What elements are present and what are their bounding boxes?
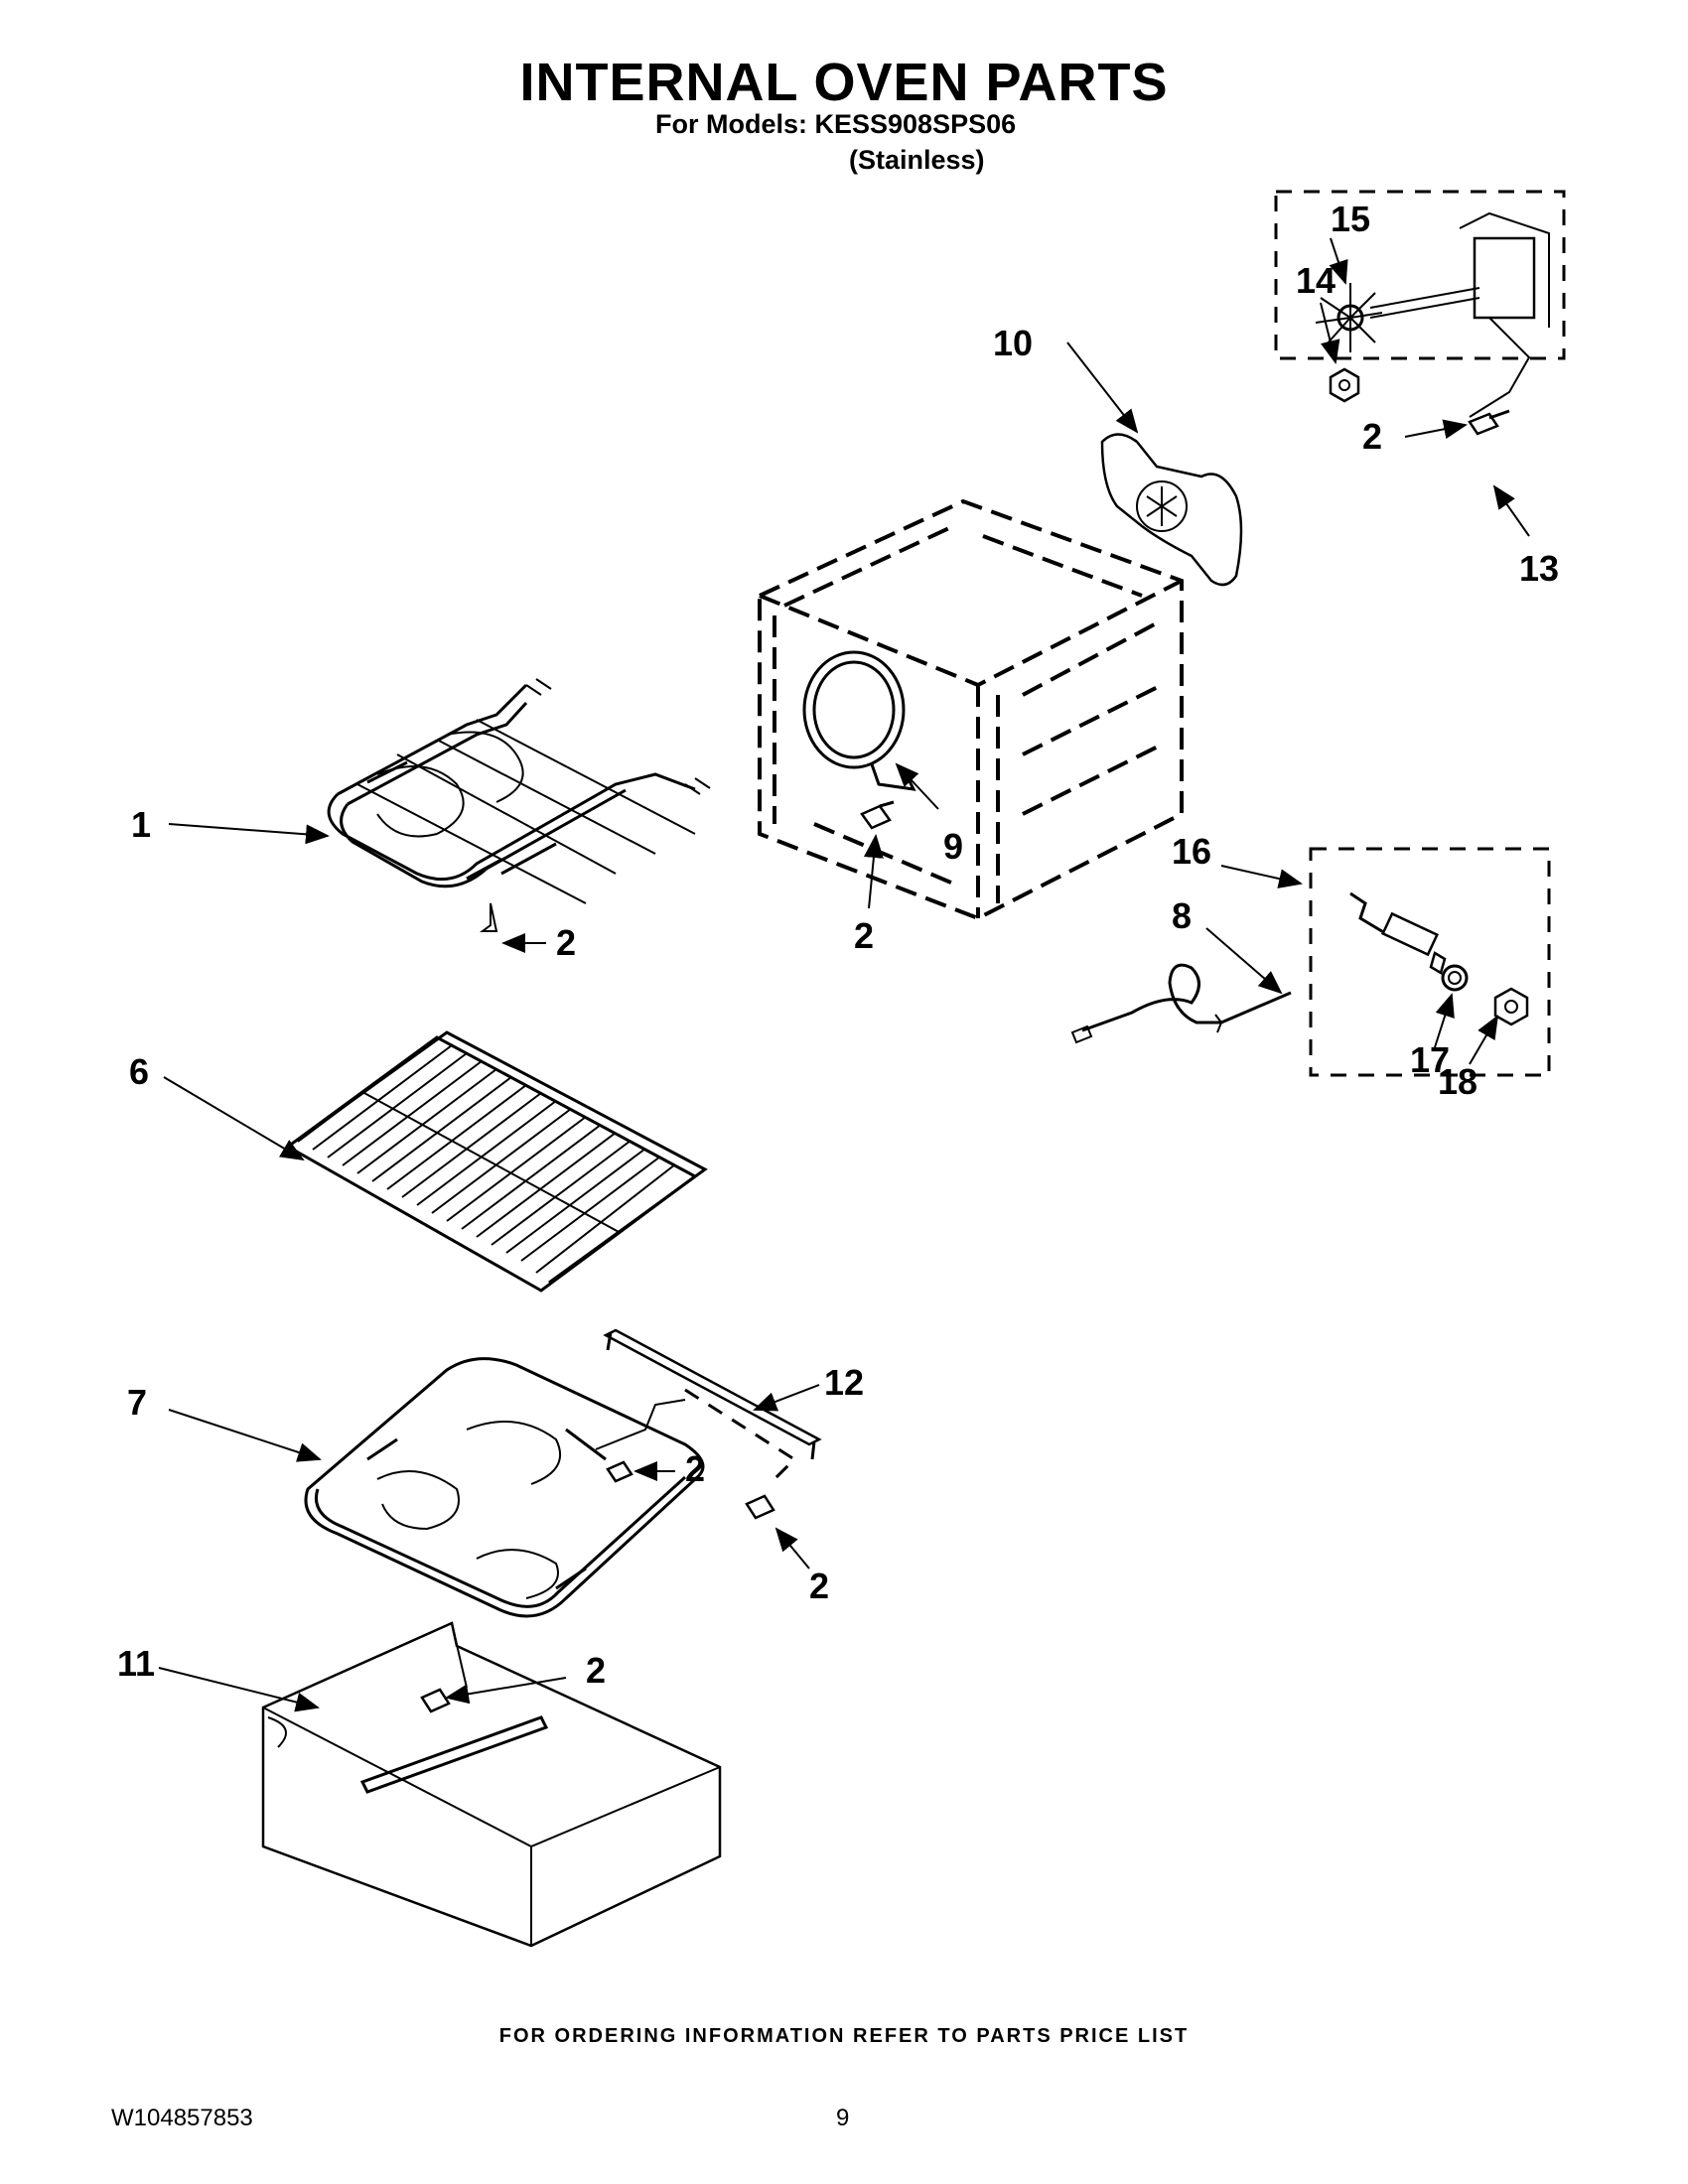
- broil-element-part-7: [304, 1357, 775, 1618]
- convection-element-ring: [802, 650, 906, 769]
- callout-2-cover: 2: [586, 1650, 606, 1691]
- callout-2-broil: 2: [685, 1448, 705, 1489]
- screw-in-motor-box: [1468, 409, 1510, 436]
- lock-washer-part-17: [1441, 964, 1469, 992]
- bottom-cover-part-11: [261, 1621, 722, 1948]
- callout-2-motor: 2: [1362, 416, 1382, 457]
- ordering-note: FOR ORDERING INFORMATION REFER TO PARTS …: [498, 2025, 1190, 2047]
- callout-15: 15: [1331, 199, 1370, 239]
- page-title: INTERNAL OVEN PARTS: [519, 53, 1169, 112]
- callout-1: 1: [131, 804, 151, 845]
- callout-11: 11: [117, 1643, 155, 1684]
- cavity-screw: [860, 800, 895, 830]
- oven-rack-part-6: [285, 1030, 708, 1293]
- callout-18: 18: [1438, 1061, 1477, 1102]
- models-line: For Models: KESS908SPS06: [655, 109, 1017, 139]
- document-id: W104857853: [111, 2105, 253, 2131]
- callout-8: 8: [1172, 895, 1192, 936]
- nut-part-18: [1493, 987, 1529, 1026]
- callout-17: 17: [1410, 1039, 1450, 1080]
- callout-6: 6: [129, 1051, 149, 1092]
- finish-line: (Stainless): [849, 145, 985, 175]
- fan-baffle-part-10: [1100, 433, 1243, 587]
- page-number: 9: [836, 2105, 850, 2131]
- callout-12: 12: [824, 1362, 864, 1403]
- bake-element-part-1: [327, 678, 711, 932]
- sensor-assembly-box: [1309, 847, 1551, 1077]
- callout-2-bake: 2: [556, 922, 576, 963]
- oven-cavity-outline: [758, 498, 1184, 921]
- nut-part-14: [1329, 367, 1360, 403]
- callout-7: 7: [127, 1382, 147, 1423]
- callout-14: 14: [1296, 260, 1336, 301]
- fan-blade-part-15: [1315, 283, 1383, 352]
- fan-motor-assembly-box: [1274, 190, 1566, 436]
- callout-2-bracket: 2: [809, 1566, 829, 1606]
- element-bracket-part-12: [603, 1328, 822, 1481]
- callout-13: 13: [1519, 548, 1559, 589]
- callout-2-cavity: 2: [854, 915, 874, 956]
- meat-probe-part-8: [1070, 963, 1292, 1044]
- leader-lines: [158, 237, 1530, 1712]
- callout-10: 10: [993, 323, 1033, 363]
- callout-9: 9: [943, 826, 963, 867]
- callout-labels: 1 2 2 9 10 14 15 2 13 16 8 17 18 6 7 12 …: [117, 199, 1559, 1691]
- callout-16: 16: [1172, 831, 1211, 872]
- temperature-sensor: [1349, 891, 1447, 975]
- fan-motor: [1369, 211, 1550, 418]
